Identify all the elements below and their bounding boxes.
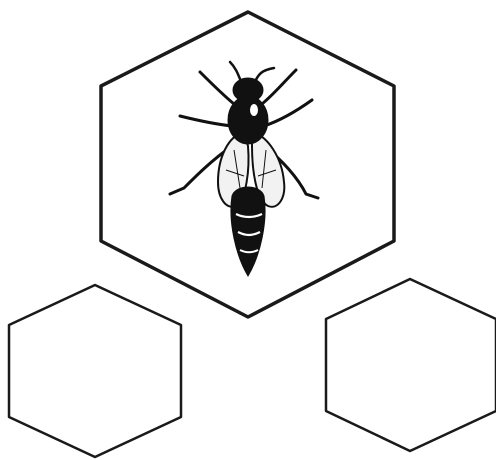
bee-leg-front-left [198, 70, 236, 106]
bee-thorax-highlight [250, 104, 258, 116]
bee-wing-right [251, 130, 286, 208]
hexagon-large-icon [99, 10, 396, 319]
bee-stripe-1 [235, 212, 263, 219]
bee-wing-vein-right [257, 149, 277, 189]
bee-icon [168, 60, 320, 277]
bee-stripe-2 [237, 231, 261, 237]
hexagon-small-left-icon [7, 283, 183, 459]
hexagon-small-right-icon [324, 277, 496, 453]
bee-leg-mid-left [178, 114, 234, 128]
bee-leg-front-right [260, 68, 298, 106]
bee-abdomen [230, 186, 266, 277]
bee-thorax [227, 95, 269, 145]
bee-leg-mid-right [262, 98, 314, 128]
bee-wing-vein-left [225, 149, 245, 189]
bee-stripe-3 [239, 249, 259, 254]
